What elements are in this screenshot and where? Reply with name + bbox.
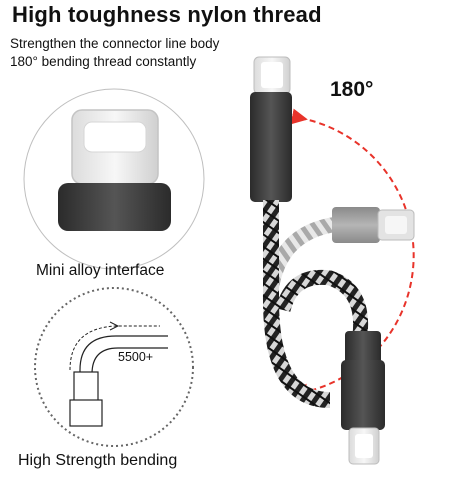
bend-arrow-icon [69,321,168,427]
connector-closeup-circle [23,88,205,270]
page-title: High toughness nylon thread [12,2,322,27]
angle-label: 180° [330,78,374,101]
subtitle-line-1: Strengthen the connector line body [10,36,220,51]
subtitle-line-2: 180° bending thread constantly [10,54,197,69]
rotation-arc [290,108,415,400]
lightning-connector-icon [58,109,171,231]
bend-count-label: 5500+ [118,350,154,364]
bending-label: High Strength bending [18,452,178,469]
braided-cable-icon [250,56,415,465]
alloy-interface-label: Mini alloy interface [36,262,165,279]
bending-diagram-circle [34,287,194,447]
